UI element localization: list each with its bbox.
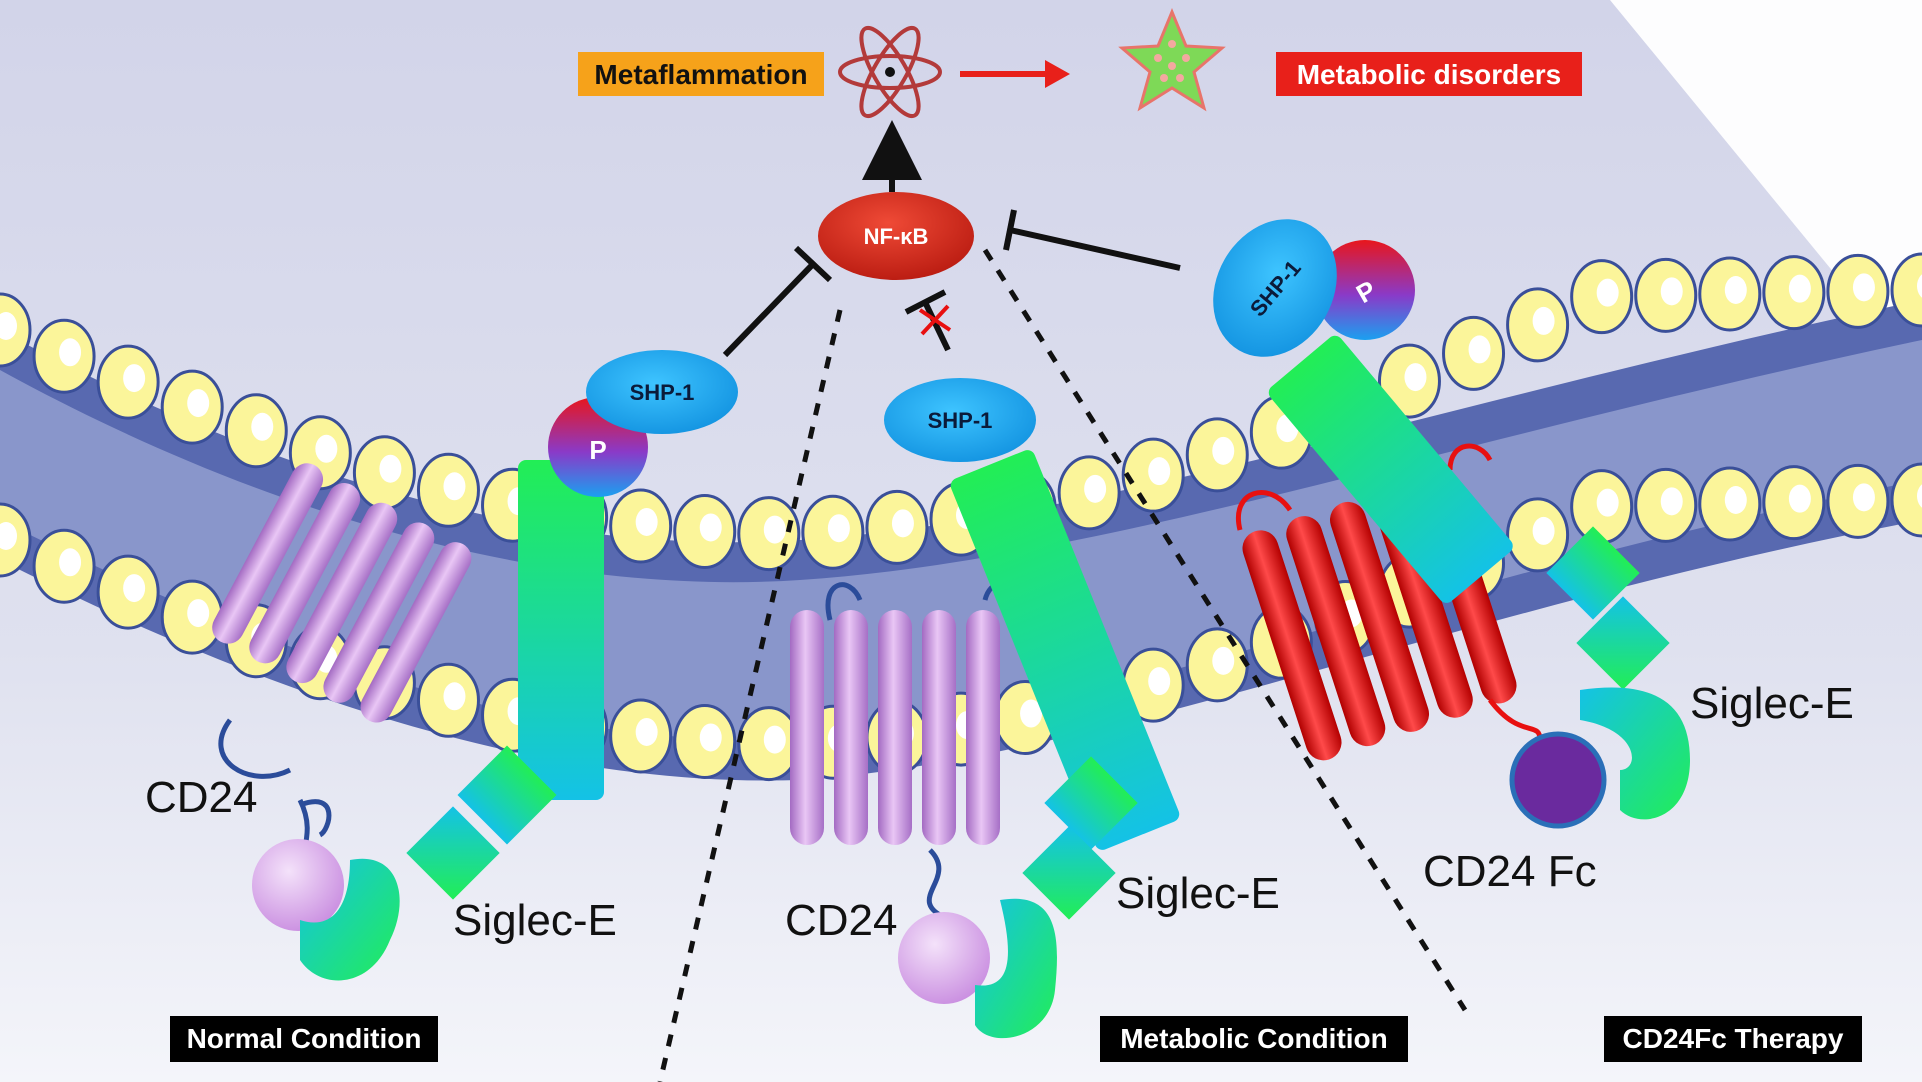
lipid-head-highlight bbox=[763, 515, 786, 544]
lipid-head bbox=[1890, 252, 1922, 328]
lipid-head-highlight bbox=[1917, 484, 1922, 508]
lipid-head-highlight bbox=[1020, 699, 1043, 728]
shp1-normal bbox=[586, 350, 738, 434]
lipid-head-highlight bbox=[443, 472, 466, 501]
lipid-head-highlight bbox=[699, 723, 722, 752]
lipid-head-highlight bbox=[59, 548, 82, 577]
inhibition-normal bbox=[722, 259, 818, 358]
siglec-e-therapy: P SHP-1 bbox=[1003, 209, 1690, 820]
nfkb-label: NF-κB bbox=[864, 224, 929, 249]
blocked-inhibition bbox=[922, 300, 951, 352]
inhibition-therapy bbox=[1009, 227, 1181, 271]
siglec-e-label-metabolic: Siglec-E bbox=[1116, 869, 1280, 918]
metabolic-disorders-label: Metabolic disorders bbox=[1297, 59, 1562, 90]
lipid-head-highlight bbox=[1212, 436, 1235, 465]
metabolic-disorders-box bbox=[1276, 52, 1582, 96]
phospho-label-normal: P bbox=[589, 435, 606, 465]
lipid-head-highlight bbox=[1660, 487, 1683, 516]
lipid-head-highlight bbox=[1596, 488, 1619, 517]
siglec-e-label-therapy: Siglec-E bbox=[1690, 679, 1854, 728]
cd24fc-therapy-label: CD24Fc Therapy bbox=[1623, 1023, 1844, 1054]
shp1-metabolic bbox=[884, 378, 1036, 462]
siglec-e-label-normal: Siglec-E bbox=[453, 896, 617, 945]
siglec-e-metabolic: SHP-1 bbox=[884, 289, 1180, 1039]
lipid-head-highlight bbox=[251, 412, 274, 441]
lipid-head-highlight bbox=[1148, 667, 1171, 696]
red-cross-icon bbox=[918, 304, 952, 336]
shp1-therapy bbox=[1213, 219, 1337, 357]
cd24-ligand-sphere-metabolic bbox=[898, 912, 990, 1004]
lipid-head-highlight bbox=[315, 434, 338, 463]
cd24-normal-receptor bbox=[212, 463, 472, 931]
cd24fc-label: CD24 Fc bbox=[1423, 847, 1597, 896]
metaflammation-label: Metaflammation bbox=[594, 59, 807, 90]
lipid-head-highlight bbox=[1084, 474, 1107, 503]
divider-right bbox=[982, 248, 1468, 1012]
normal-condition-label: Normal Condition bbox=[187, 1023, 422, 1054]
cd24-ligand-sphere bbox=[252, 839, 344, 931]
lipid-head-highlight bbox=[1212, 646, 1235, 675]
lipid-head-highlight bbox=[1724, 486, 1747, 514]
lipid-head-highlight bbox=[635, 717, 658, 746]
lipid-head-highlight bbox=[443, 682, 466, 711]
nfkb-node: NF-κB bbox=[818, 192, 974, 280]
lipid-head-highlight bbox=[635, 507, 658, 536]
lipid-head-highlight bbox=[1852, 273, 1875, 302]
lipid-head-highlight bbox=[1468, 335, 1491, 364]
lipid-head-highlight bbox=[1532, 306, 1555, 335]
lipid-head-highlight bbox=[1917, 274, 1922, 298]
cd24-label-metabolic: CD24 bbox=[785, 896, 898, 945]
lipid-head bbox=[1890, 462, 1922, 538]
lipid-head-highlight bbox=[1404, 363, 1427, 392]
lipid-head-highlight bbox=[123, 364, 146, 393]
lipid-head-highlight bbox=[699, 513, 722, 542]
cd24-label-normal: CD24 bbox=[145, 773, 258, 822]
lipid-head-highlight bbox=[123, 574, 146, 603]
lipid-head-highlight bbox=[1724, 276, 1747, 304]
lipid-head-highlight bbox=[1596, 278, 1619, 307]
normal-condition-box bbox=[170, 1016, 438, 1062]
metaflammation-box bbox=[578, 52, 824, 96]
metabolic-condition-box bbox=[1100, 1016, 1408, 1062]
lipid-head-highlight bbox=[1148, 457, 1171, 486]
fc-domain-sphere bbox=[1509, 731, 1607, 829]
metabolic-condition-label: Metabolic Condition bbox=[1120, 1023, 1388, 1054]
lipid-head-highlight bbox=[1852, 483, 1875, 512]
cd24-metabolic-receptor bbox=[790, 581, 1013, 1004]
lipid-head-highlight bbox=[1660, 277, 1683, 306]
lipid-head-highlight bbox=[891, 509, 914, 538]
shp1-label-metabolic: SHP-1 bbox=[928, 408, 993, 433]
shp1-label-normal: SHP-1 bbox=[630, 380, 695, 405]
lipid-head-highlight bbox=[379, 454, 402, 483]
star-icon bbox=[1118, 8, 1226, 112]
lipid-head-highlight bbox=[0, 522, 17, 550]
lipid-head-highlight bbox=[1532, 516, 1555, 545]
lipid-head-highlight bbox=[1788, 274, 1811, 303]
lipid-head-highlight bbox=[0, 312, 17, 340]
lipid-head-highlight bbox=[187, 389, 210, 418]
lipid-head-highlight bbox=[827, 514, 850, 543]
lipid-head-highlight bbox=[187, 599, 210, 628]
phospho-therapy bbox=[1315, 240, 1415, 340]
siglec-e-normal: P SHP-1 bbox=[300, 245, 833, 981]
cd24fc-therapy-box bbox=[1604, 1016, 1862, 1062]
lipid-head-highlight bbox=[59, 338, 82, 367]
lipid-head-highlight bbox=[763, 725, 786, 754]
lipid-head-highlight bbox=[1788, 484, 1811, 513]
